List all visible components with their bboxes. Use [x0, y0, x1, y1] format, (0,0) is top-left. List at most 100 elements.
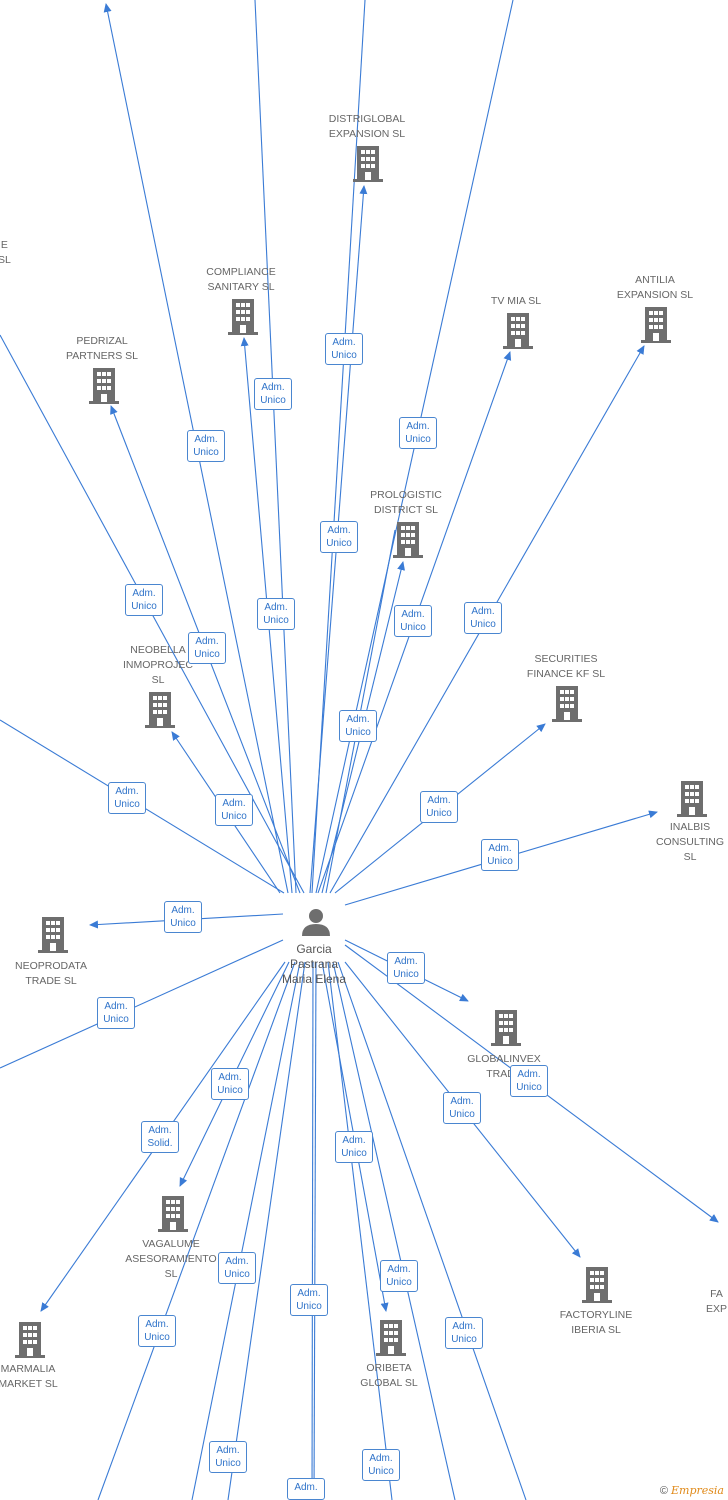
role-badge[interactable]: Adm.Unico — [209, 1441, 247, 1473]
brand-logo[interactable]: Empresia — [671, 1484, 724, 1497]
company-building-icon[interactable] — [158, 1196, 188, 1232]
role-badge[interactable]: Adm.Unico — [362, 1449, 400, 1481]
company-building-icon[interactable] — [145, 692, 175, 728]
role-badge[interactable]: Adm. Unico — [394, 605, 432, 637]
company-building-icon[interactable] — [641, 307, 671, 343]
role-badge-line: Unico — [451, 1334, 477, 1345]
role-badge[interactable]: Adm.Unico — [399, 417, 437, 449]
role-badge-line: Adm. — [148, 1125, 172, 1136]
role-badge[interactable]: Adm.Unico — [445, 1317, 483, 1349]
company-building-icon[interactable] — [393, 522, 423, 558]
role-badge-line: Unico — [131, 601, 157, 612]
role-badge[interactable]: Adm.Unico — [290, 1284, 328, 1316]
role-badge-line: Unico — [345, 727, 371, 738]
role-badge-line: Adm. — [517, 1069, 541, 1080]
company-building-icon[interactable] — [228, 299, 258, 335]
role-badge-line: Adm. — [194, 434, 218, 445]
role-badge[interactable]: Adm. — [287, 1478, 325, 1500]
company-name-tvmia[interactable]: TV MIA SL — [491, 294, 541, 309]
copyright-symbol: © — [659, 1485, 668, 1497]
role-badge[interactable]: Adm.Unico — [320, 521, 358, 553]
role-badge-line: Adm. — [427, 795, 451, 806]
role-badge-line: Adm. — [387, 1264, 411, 1275]
company-building-icon[interactable] — [353, 146, 383, 182]
company-building-icon[interactable] — [552, 686, 582, 722]
role-badge[interactable]: Adm.Unico — [443, 1092, 481, 1124]
company-building-icon[interactable] — [582, 1267, 612, 1303]
role-badge[interactable]: Adm.Unico — [257, 598, 295, 630]
company-name-line: PARTNERS SL — [66, 350, 138, 362]
company-building-icon[interactable] — [491, 1010, 521, 1046]
role-badge[interactable]: Adm. Unico — [339, 710, 377, 742]
role-badge[interactable]: Adm.Unico — [187, 430, 225, 462]
role-badge-line: Unico — [470, 619, 496, 630]
role-badge-line: Solid. — [147, 1138, 173, 1149]
company-name-line: SL — [164, 1268, 178, 1280]
role-badge-line: Unico — [221, 811, 247, 822]
role-badge-line: Adm. — [218, 1072, 242, 1083]
relationship-edge — [332, 961, 456, 1500]
company-name-line: ORIBETA — [366, 1362, 412, 1374]
role-badge[interactable]: Adm.Unico — [108, 782, 146, 814]
company-building-icon[interactable] — [503, 313, 533, 349]
role-badge[interactable]: Adm.Unico — [97, 997, 135, 1029]
relationship-edge — [97, 961, 296, 1500]
role-badge-line: Adm. — [346, 714, 370, 725]
person-icon[interactable] — [302, 909, 330, 936]
company-name-line: EXPANSION SL — [616, 289, 694, 301]
role-badge[interactable]: Adm. Solid. — [141, 1121, 179, 1153]
company-name-line: ASESORAMIENTO — [125, 1253, 217, 1265]
role-badge[interactable]: Adm.Unico — [211, 1068, 249, 1100]
role-badge[interactable]: Adm.Unico — [215, 794, 253, 826]
role-badge[interactable]: Adm.Unico — [125, 584, 163, 616]
role-badge[interactable]: Adm.Unico — [188, 632, 226, 664]
role-badge-line: Adm. — [401, 609, 425, 620]
role-badge-line: Unico — [393, 969, 419, 980]
role-badge-line: Adm. — [332, 337, 356, 348]
role-badge[interactable]: Adm.Unico — [387, 952, 425, 984]
role-badge[interactable]: Adm.Unico — [420, 791, 458, 823]
role-badge-line: Adm. — [216, 1445, 240, 1456]
role-badge[interactable]: Adm.Unico — [325, 333, 363, 365]
company-name-line: SANITARY SL — [207, 281, 275, 293]
company-building-icon[interactable] — [38, 917, 68, 953]
role-badge[interactable]: Adm.Unico — [218, 1252, 256, 1284]
role-badge[interactable]: Adm.Unico — [164, 901, 202, 933]
company-name-line: MARMALIA — [0, 1363, 56, 1375]
relationship-edge — [311, 0, 366, 894]
company-building-icon[interactable] — [89, 368, 119, 404]
role-badge-line: Adm. — [145, 1319, 169, 1330]
company-name-line: SL — [151, 674, 165, 686]
role-badge[interactable]: Adm.Unico — [254, 378, 292, 410]
company-building-icon[interactable] — [677, 781, 707, 817]
role-badge[interactable]: Adm.Unico — [481, 839, 519, 871]
role-badge[interactable]: Adm.Unico — [464, 602, 502, 634]
role-badge-line: Unico — [194, 649, 220, 660]
company-name-line: DISTRICT SL — [374, 504, 438, 516]
role-badge[interactable]: Adm.Unico — [138, 1315, 176, 1347]
relationship-edge — [254, 0, 297, 894]
role-badge[interactable]: Adm.Unico — [510, 1065, 548, 1097]
footer-credit: © Empresia — [660, 1484, 724, 1497]
role-badge[interactable]: Adm.Unico — [380, 1260, 418, 1292]
company-building-icon[interactable] — [376, 1320, 406, 1356]
company-building-icon[interactable] — [15, 1322, 45, 1358]
role-badge-line: Unico — [400, 622, 426, 633]
role-badge[interactable]: Adm.Unico — [335, 1131, 373, 1163]
